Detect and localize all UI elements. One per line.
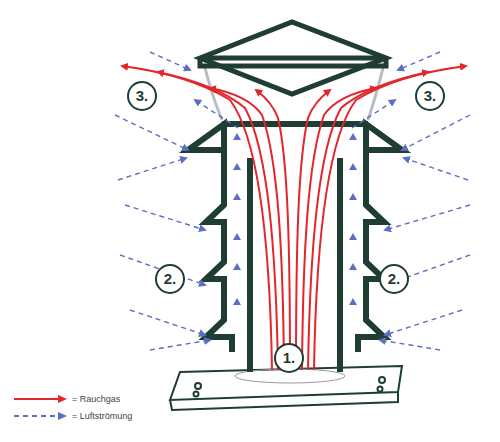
legend-text: = Luftströmung [72,411,132,421]
legend: = Rauchgas = Luftströmung [12,390,132,424]
legend-sample [12,393,68,405]
callout-number: 3. [127,81,157,111]
legend-row: = Luftströmung [12,407,132,424]
legend-row: = Rauchgas [12,390,132,407]
callout-number: 1. [274,343,304,373]
legend-text: = Rauchgas [72,394,120,404]
callout-number: 3. [415,81,445,111]
callout-number: 2. [379,264,409,294]
legend-sample [12,410,68,422]
callout-number: 2. [155,264,185,294]
